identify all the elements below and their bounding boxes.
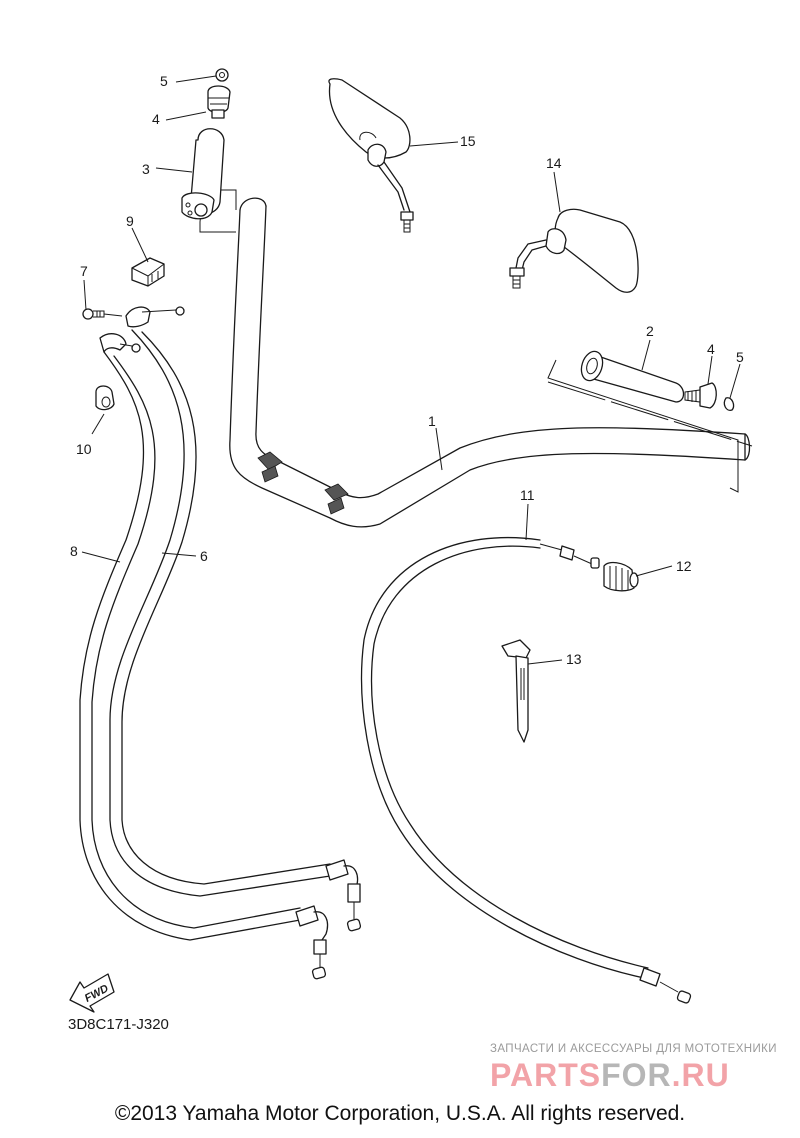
- callout-11: 11: [520, 487, 535, 503]
- mirror-left-part-14[interactable]: [509, 208, 639, 293]
- watermark-brand: PARTSFOR.RU: [490, 1057, 730, 1094]
- bar-end-weight-right-part-4[interactable]: [684, 382, 717, 409]
- handlebar-part-1[interactable]: [229, 197, 751, 528]
- cable-holder-part-9[interactable]: [131, 257, 165, 287]
- callout-14: 14: [546, 155, 562, 171]
- callout-12: 12: [676, 558, 692, 574]
- callout-6: 6: [200, 548, 208, 564]
- callout-15: 15: [460, 133, 476, 149]
- callout-4-right: 4: [707, 341, 715, 357]
- callout-4-left: 4: [152, 111, 160, 127]
- diagram-code: 3D8C171-J320: [68, 1016, 169, 1033]
- callout-5-left: 5: [160, 73, 168, 89]
- watermark-brand-ru: .RU: [671, 1057, 730, 1093]
- callout-10: 10: [76, 441, 92, 457]
- grip-outline-right: [547, 359, 739, 493]
- callout-8: 8: [70, 543, 78, 559]
- callout-13: 13: [566, 651, 582, 667]
- watermark-brand-for: FOR: [601, 1057, 672, 1093]
- throttle-cable-part-8[interactable]: [79, 333, 329, 980]
- cable-fittings-top: [119, 306, 185, 353]
- callout-leaders: [81, 75, 741, 665]
- throttle-grip-part-3[interactable]: [181, 128, 225, 220]
- clutch-cable-part-11[interactable]: [360, 536, 692, 1004]
- grip-outline-dash: [547, 381, 753, 447]
- nut-right-part-5[interactable]: [723, 397, 735, 411]
- watermark-brand-parts: PARTS: [490, 1057, 602, 1093]
- cable-adjuster-part-12[interactable]: [603, 561, 639, 592]
- bar-end-weight-left-part-4[interactable]: [207, 85, 231, 119]
- callout-3: 3: [142, 161, 150, 177]
- knurl-band-right: [324, 483, 349, 515]
- nut-left-part-5[interactable]: [215, 68, 229, 82]
- band-part-13[interactable]: [501, 639, 531, 743]
- screw-part-7[interactable]: [82, 308, 123, 320]
- forward-direction-arrow: FWD: [69, 973, 115, 1013]
- watermark-tagline: ЗАПЧАСТИ И АКСЕССУАРЫ ДЛЯ МОТОТЕХНИКИ: [490, 1043, 777, 1055]
- knurl-band-left: [257, 451, 283, 483]
- callout-labels: 1 2 3 4 4 5 5 6 7 8 9 10 11 12 13 14 15: [70, 73, 744, 667]
- copyright-notice: ©2013 Yamaha Motor Corporation, U.S.A. A…: [114, 1102, 686, 1125]
- callout-1: 1: [428, 413, 436, 429]
- callout-2: 2: [646, 323, 654, 339]
- grip-right-part-2[interactable]: [578, 349, 685, 403]
- mirror-right-part-15[interactable]: [328, 78, 414, 233]
- callout-5-right: 5: [736, 349, 744, 365]
- clamp-part-10[interactable]: [95, 385, 115, 411]
- callout-7: 7: [80, 263, 88, 279]
- callout-9: 9: [126, 213, 134, 229]
- throttle-cable-part-6[interactable]: [109, 306, 362, 932]
